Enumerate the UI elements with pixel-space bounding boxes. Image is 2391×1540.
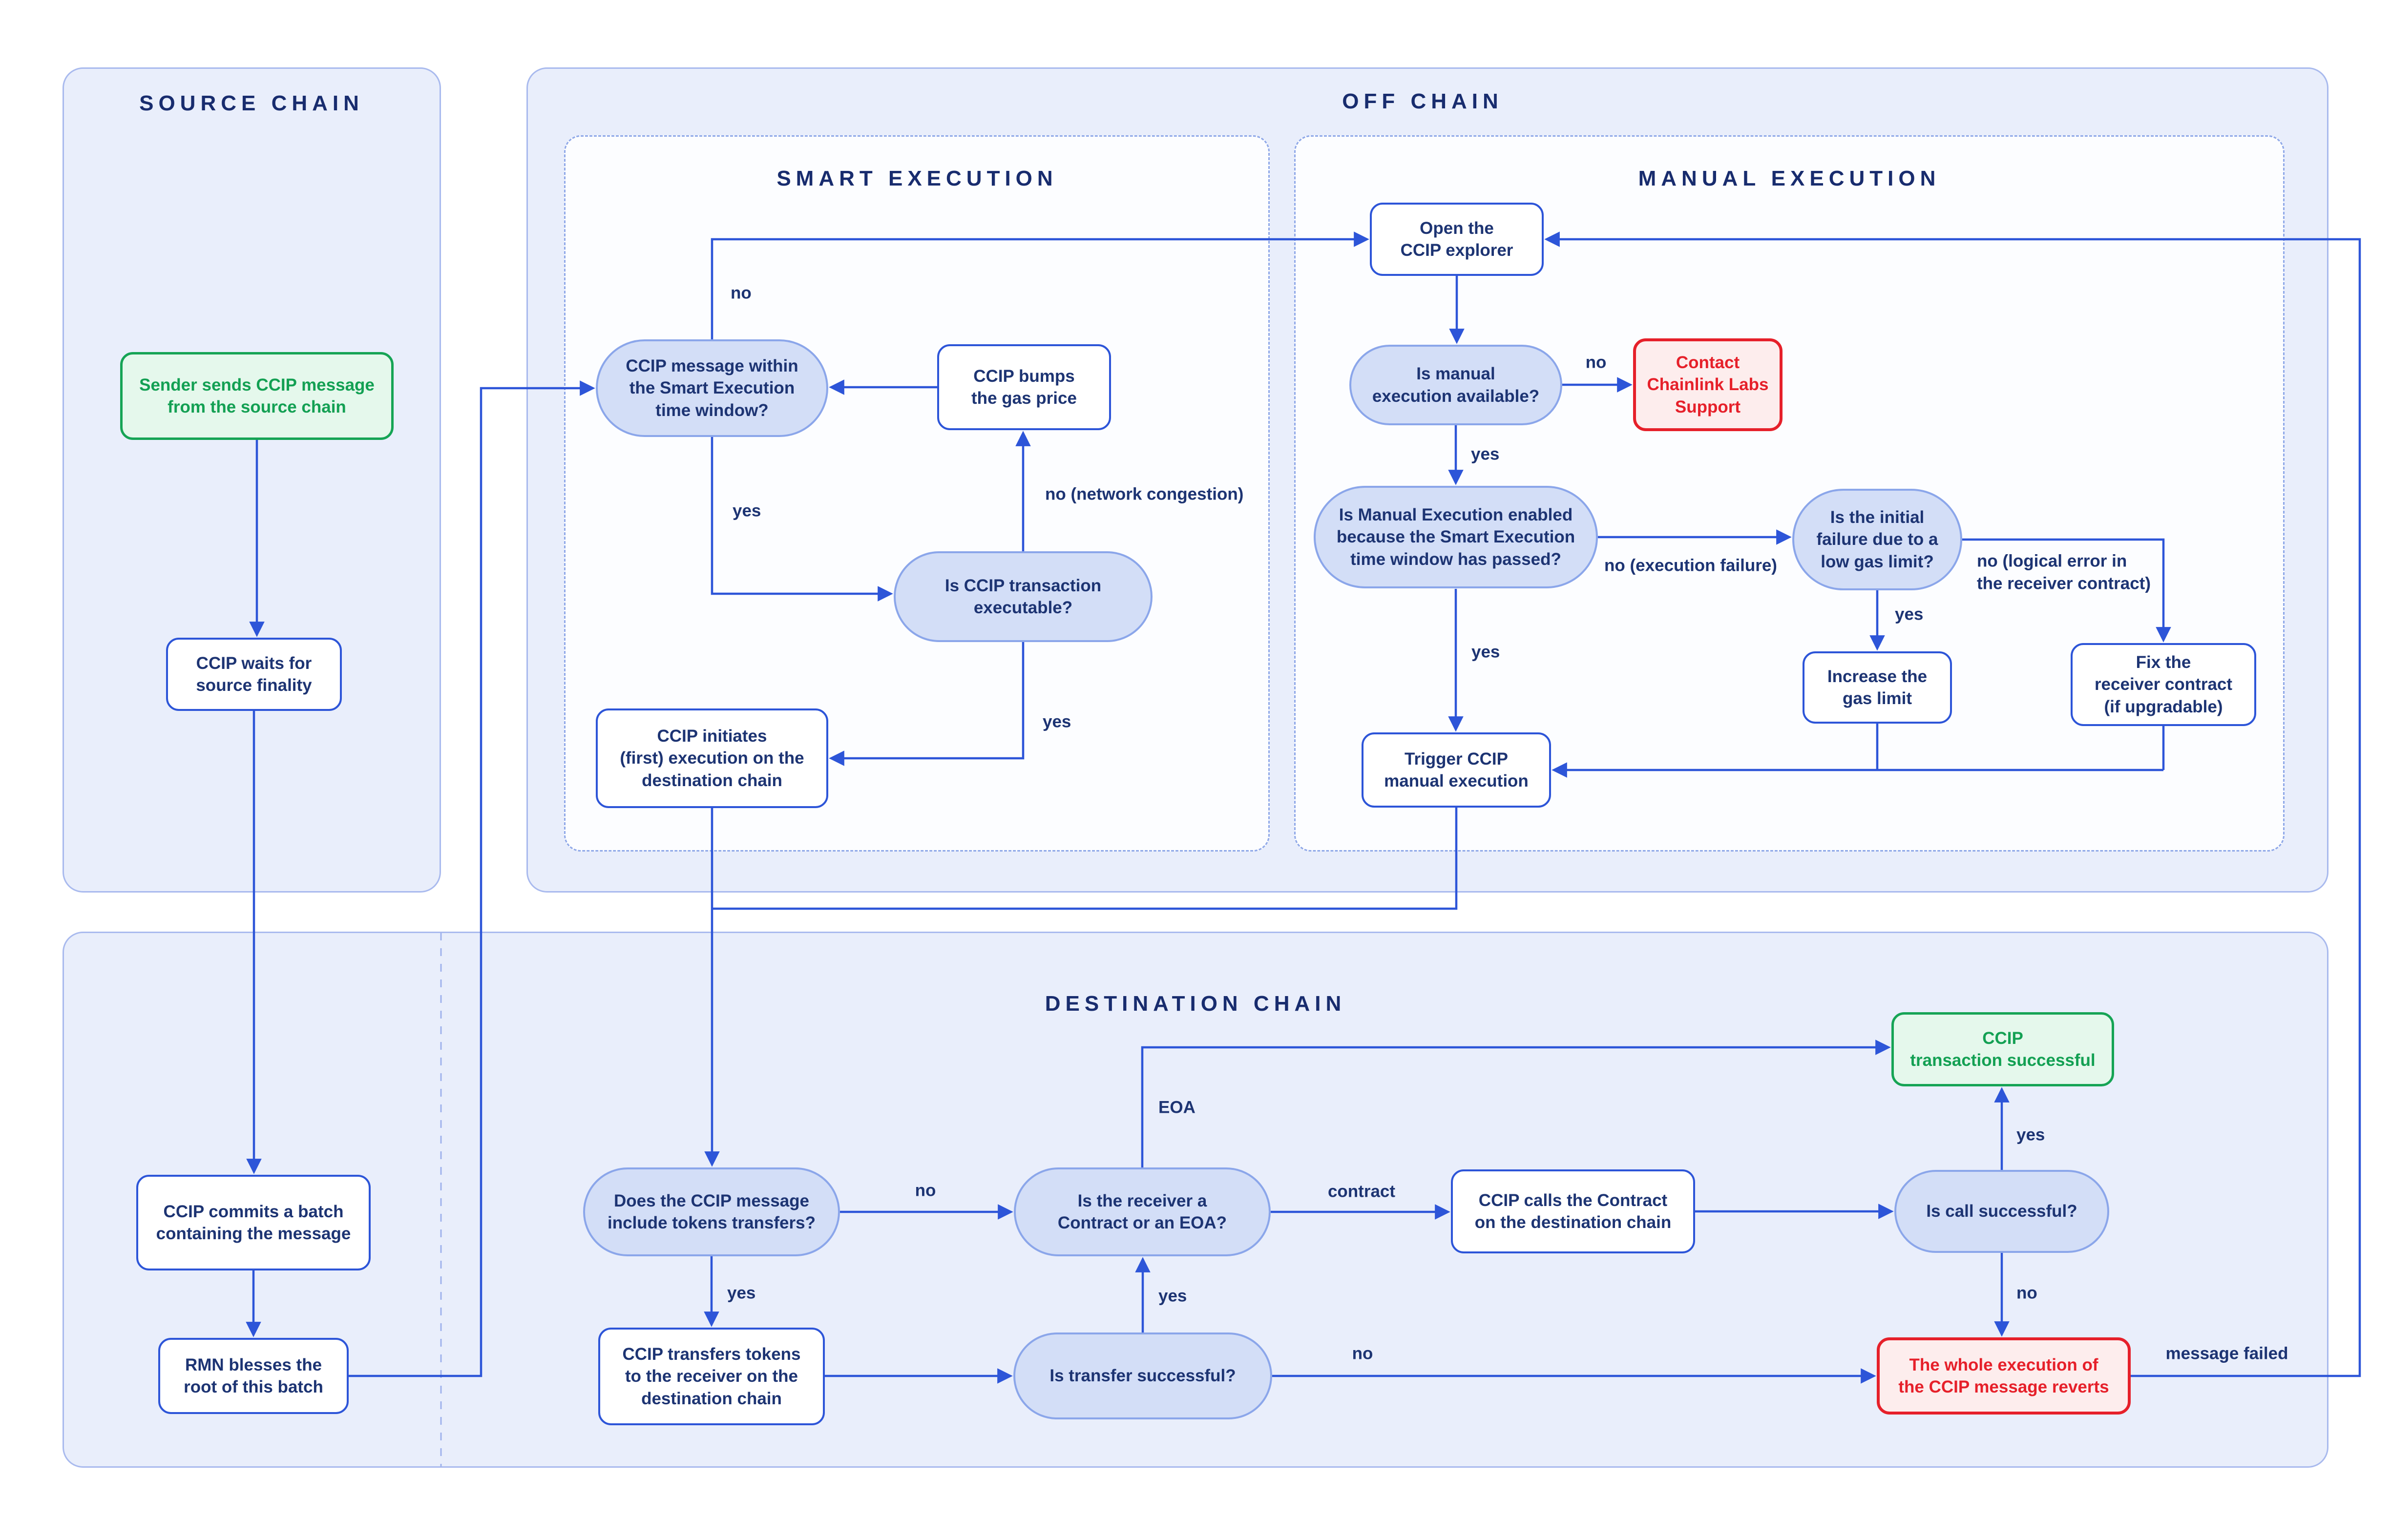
edge-label-manual-yes: yes xyxy=(1471,444,1500,464)
edge-label-contract: contract xyxy=(1327,1182,1396,1201)
edge-label-call-yes: yes xyxy=(2016,1125,2045,1145)
node-transfers-tokens: CCIP transfers tokens to the receiver on… xyxy=(598,1328,825,1425)
source-chain-panel xyxy=(63,67,441,893)
edge-label-low-gas-yes: yes xyxy=(1895,604,1924,624)
decision-within-time-window: CCIP message within the Smart Execution … xyxy=(596,339,828,437)
node-contact-chainlink-support: Contact Chainlink Labs Support xyxy=(1633,338,1783,431)
node-initiates-execution: CCIP initiates (first) execution on the … xyxy=(596,708,828,808)
edge-label-call-no: no xyxy=(2016,1283,2037,1303)
decision-call-successful: Is call successful? xyxy=(1894,1170,2109,1253)
edge-label-enabled-yes: yes xyxy=(1471,642,1500,662)
edge-label-message-failed: message failed xyxy=(2165,1344,2288,1363)
edge-label-logical-error: no (logical error in the receiver contra… xyxy=(1977,551,2151,593)
decision-initial-failure-low-gas: Is the initial failure due to a low gas … xyxy=(1792,489,1962,590)
manual-execution-title: MANUAL EXECUTION xyxy=(1638,166,1941,190)
node-transaction-successful: CCIP transaction successful xyxy=(1891,1012,2114,1086)
edge-label-executable-yes: yes xyxy=(1043,712,1071,731)
decision-manual-execution-available: Is manual execution available? xyxy=(1349,345,1562,425)
edge-label-execution-failure: no (execution failure) xyxy=(1604,556,1777,575)
decision-includes-token-transfers: Does the CCIP message include tokens tra… xyxy=(583,1167,840,1256)
edge-label-within-no: no xyxy=(731,283,752,303)
edge-label-tokens-no: no xyxy=(915,1181,936,1200)
destination-chain-title: DESTINATION CHAIN xyxy=(1045,992,1346,1016)
node-calls-contract: CCIP calls the Contract on the destinati… xyxy=(1451,1169,1695,1253)
node-commits-batch: CCIP commits a batch containing the mess… xyxy=(136,1175,371,1270)
edge-label-tokens-yes: yes xyxy=(727,1283,756,1303)
decision-transfer-successful: Is transfer successful? xyxy=(1013,1332,1272,1419)
decision-transaction-executable: Is CCIP transaction executable? xyxy=(894,551,1153,642)
node-bumps-gas-price: CCIP bumps the gas price xyxy=(937,344,1111,430)
source-chain-title: SOURCE CHAIN xyxy=(139,91,364,115)
node-execution-reverts: The whole execution of the CCIP message … xyxy=(1877,1337,2131,1415)
decision-receiver-contract-or-eoa: Is the receiver a Contract or an EOA? xyxy=(1014,1167,1271,1256)
edge-label-transfer-yes: yes xyxy=(1158,1286,1187,1306)
node-waits-source-finality: CCIP waits for source finality xyxy=(166,638,342,711)
node-sender-sends-message: Sender sends CCIP message from the sourc… xyxy=(120,352,394,440)
edge-label-manual-no: no xyxy=(1585,353,1607,372)
node-fix-receiver-contract: Fix the receiver contract (if upgradable… xyxy=(2071,643,2256,726)
edge-label-network-congestion: no (network congestion) xyxy=(1045,484,1244,504)
node-increase-gas-limit: Increase the gas limit xyxy=(1803,651,1952,724)
node-open-ccip-explorer: Open the CCIP explorer xyxy=(1370,203,1544,276)
edge-label-eoa: EOA xyxy=(1158,1098,1196,1117)
off-chain-title: OFF CHAIN xyxy=(1342,89,1503,113)
smart-execution-title: SMART EXECUTION xyxy=(776,166,1058,190)
edge-label-within-yes: yes xyxy=(733,501,761,520)
edge-label-transfer-no: no xyxy=(1352,1344,1373,1363)
node-trigger-manual-execution: Trigger CCIP manual execution xyxy=(1362,732,1551,808)
decision-manual-execution-enabled: Is Manual Execution enabled because the … xyxy=(1314,486,1598,588)
node-rmn-blesses-root: RMN blesses the root of this batch xyxy=(158,1338,349,1414)
